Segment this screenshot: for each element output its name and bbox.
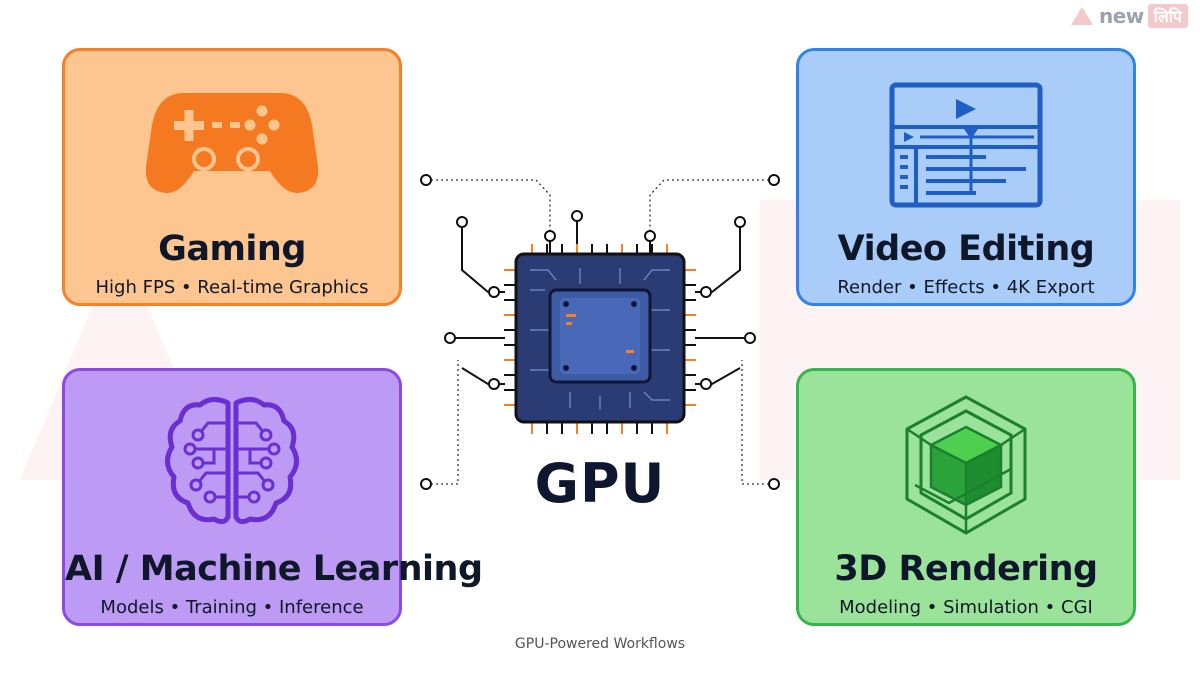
diagram-caption: GPU-Powered Workflows — [514, 636, 686, 652]
chip-internal-traces — [530, 268, 670, 410]
brand-logo: new लिपि — [1069, 4, 1188, 28]
card-subtitle: High FPS • Real-time Graphics — [95, 277, 369, 298]
card-title: Gaming — [158, 229, 306, 269]
gpu-label: GPU — [534, 452, 666, 515]
brand-wordmark: new — [1098, 4, 1144, 28]
connector-end-circles — [420, 174, 780, 490]
video-editor-icon — [889, 82, 1043, 208]
card-subtitle: Render • Effects • 4K Export — [837, 277, 1095, 298]
card-title: 3D Rendering — [834, 549, 1098, 589]
brain-circuit-icon — [165, 397, 299, 525]
dotted-connectors — [426, 179, 774, 485]
brand-triangle-icon — [1070, 7, 1093, 25]
trace-end-circles — [444, 210, 756, 390]
chip-pins — [504, 244, 696, 434]
brand-script-badge: लिपि — [1147, 4, 1188, 28]
card-title: AI / Machine Learning — [65, 549, 483, 589]
card-gaming: Gaming High FPS • Real-time Graphics — [62, 48, 402, 306]
card-ai-machine-learning: AI / Machine Learning Models • Training … — [62, 368, 483, 626]
card-3d-rendering: 3D Rendering Modeling • Simulation • CGI — [796, 368, 1136, 626]
card-title: Video Editing — [837, 229, 1095, 269]
3d-cube-icon — [905, 395, 1027, 535]
card-subtitle: Models • Training • Inference — [100, 597, 364, 618]
card-subtitle: Modeling • Simulation • CGI — [839, 597, 1093, 618]
card-video-editing: Video Editing Render • Effects • 4K Expo… — [796, 48, 1136, 306]
gamepad-icon — [145, 93, 319, 194]
